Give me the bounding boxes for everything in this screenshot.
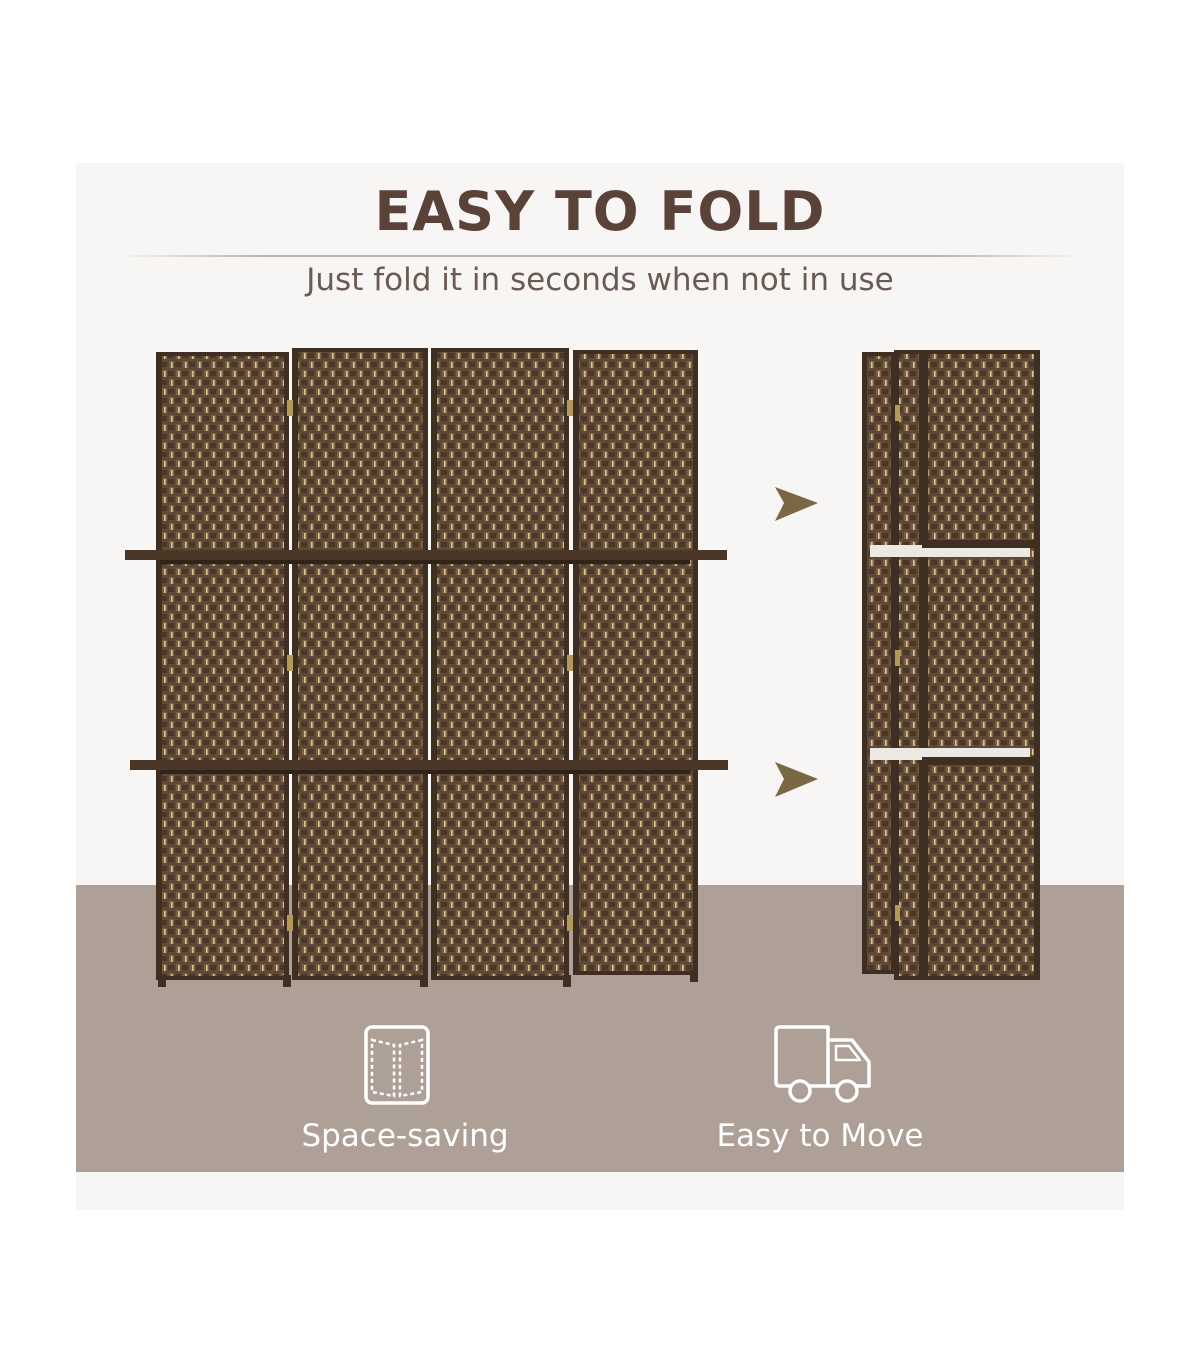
bottom-strip: [76, 1172, 1124, 1210]
arrow-right-icon: [775, 762, 818, 797]
divider-panel: [431, 348, 569, 980]
arrow-right-icon: [775, 487, 818, 521]
folded-room-divider: [862, 350, 1040, 980]
delivery-truck-icon: [774, 1025, 871, 1103]
title-divider: [118, 255, 1082, 257]
shelf: [130, 760, 728, 774]
unfolded-room-divider: [125, 348, 728, 987]
divider-panel: [573, 350, 698, 975]
feature-label-space-saving: Space-saving: [301, 1118, 509, 1154]
feature-label-easy-to-move: Easy to Move: [716, 1118, 924, 1154]
divider-panel: [292, 348, 428, 980]
shelf: [125, 550, 727, 564]
page-title: EASY TO FOLD: [374, 180, 826, 243]
page-subtitle: Just fold it in seconds when not in use: [306, 262, 894, 298]
folding-panels-icon: [364, 1025, 430, 1105]
divider-panel: [156, 352, 289, 980]
